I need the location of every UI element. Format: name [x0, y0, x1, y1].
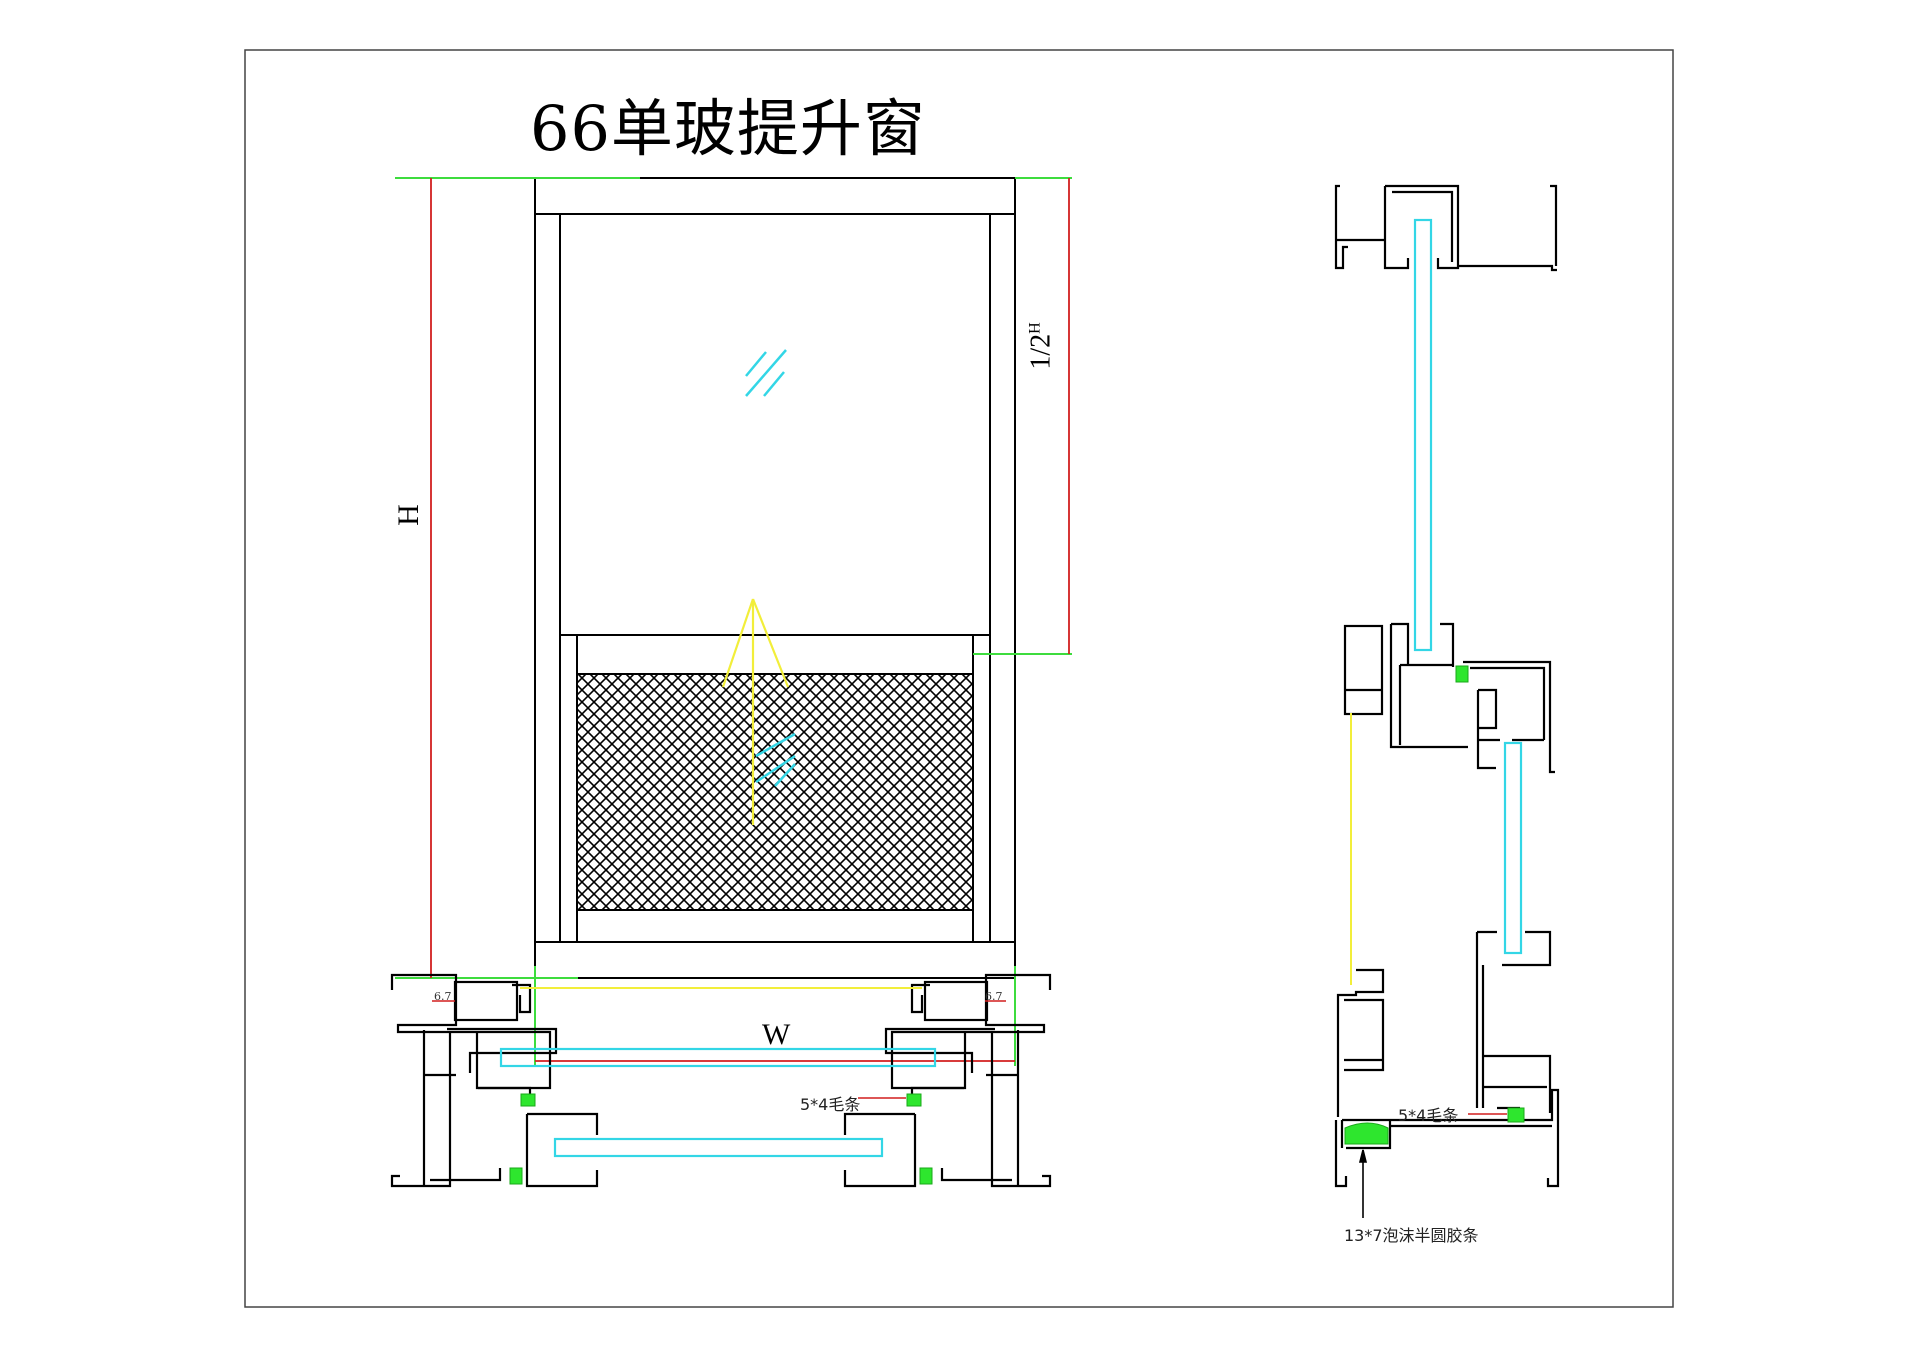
- horizontal-section-gaskets: [509, 1093, 933, 1185]
- half-height-variable: H: [1026, 322, 1044, 334]
- upper-sash-glass-section: [499, 1047, 937, 1068]
- brush-strip-note-side: 5*4毛条: [1398, 1106, 1459, 1125]
- right-sash-upper: [890, 1030, 964, 1090]
- gap-dimension-left: 6.7: [434, 990, 452, 1003]
- screen-top-rail: [1343, 624, 1384, 716]
- brush-strip-note-bottom: 5*4毛条: [800, 1095, 861, 1114]
- insect-screen-mesh: [576, 673, 974, 911]
- horizontal-section: [390, 973, 1052, 1188]
- lower-sash-top-rail: [1463, 660, 1555, 774]
- outer-frame: [534, 177, 1016, 979]
- left-screen-profile: [453, 980, 519, 1022]
- lower-sash-bottom-rail: [1475, 930, 1552, 1113]
- half-height-label: 1/2H: [1025, 322, 1057, 370]
- gap-dimension-right: 6.7: [985, 990, 1003, 1003]
- glass-symbol-lower: [755, 732, 796, 787]
- height-label: H: [391, 504, 425, 526]
- right-sash-lower: [843, 1112, 917, 1188]
- half-height-dimension: [973, 177, 1072, 655]
- half-height-denominator: 2: [1025, 333, 1057, 348]
- head-profile: [1334, 184, 1558, 272]
- half-height-numerator: 1: [1025, 355, 1057, 370]
- vertical-section-gaskets: [1344, 665, 1525, 1145]
- upper-sash-bottom-rail: [1389, 622, 1468, 749]
- vertical-section: [1334, 184, 1560, 1188]
- height-dimension: [395, 177, 640, 979]
- lower-sash-glass-section: [553, 1137, 884, 1158]
- glass-symbol-upper: [745, 349, 787, 397]
- lift-direction-arrow: [721, 598, 790, 825]
- sheet-border: [244, 49, 1674, 1308]
- sill-profile: [1334, 1088, 1560, 1188]
- foam-gasket-leader: [1358, 1149, 1368, 1218]
- right-screen-profile: [923, 980, 989, 1022]
- left-sash-upper: [478, 1030, 552, 1090]
- screen-bottom-rail: [1336, 968, 1385, 1117]
- right-jamb-profile: [884, 973, 1052, 1188]
- lower-sash-glass-vertical: [1503, 741, 1523, 955]
- left-sash-lower: [525, 1112, 599, 1188]
- foam-gasket-note: 13*7泡沫半圆胶条: [1344, 1226, 1479, 1245]
- width-label: W: [762, 1018, 791, 1051]
- left-jamb-profile: [390, 973, 558, 1188]
- vertical-section-glass: [1413, 218, 1523, 955]
- horizontal-section-glass: [499, 1047, 937, 1158]
- window-elevation: [534, 177, 1016, 979]
- drawing-title: 66单玻提升窗: [530, 92, 926, 165]
- upper-sash-glass-vertical: [1413, 218, 1433, 652]
